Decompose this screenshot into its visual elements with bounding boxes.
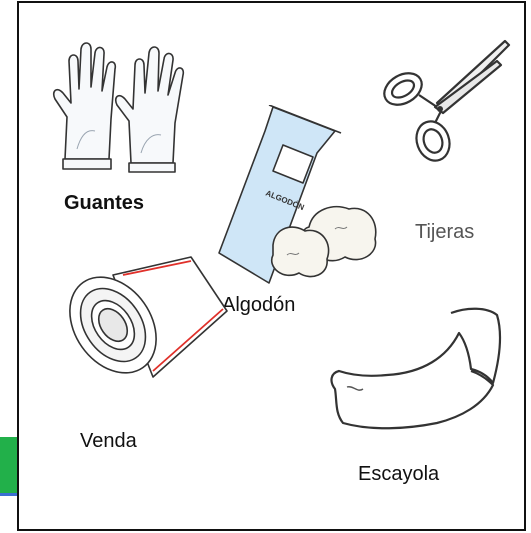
plaster-cast-icon [327, 305, 507, 431]
supplies-panel: Guantes Tijeras ALGODÓN [17, 1, 526, 531]
cast-label: Escayola [358, 463, 439, 486]
scissors-icon [373, 37, 513, 167]
bandage-label: Venda [80, 430, 137, 453]
cotton-label: Algodón [222, 294, 295, 317]
gloves-icon [47, 39, 207, 174]
green-side-tab [0, 437, 18, 493]
bandage-roll-icon [63, 255, 229, 395]
gloves-label: Guantes [64, 192, 144, 215]
blue-edge-line [0, 493, 18, 496]
scissors-label: Tijeras [415, 221, 474, 244]
cotton-icon: ALGODÓN [217, 105, 379, 287]
